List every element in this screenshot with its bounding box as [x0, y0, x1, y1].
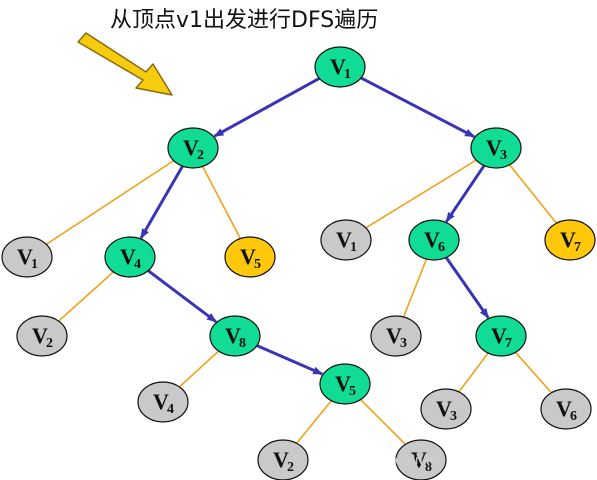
node-shape: [320, 219, 372, 261]
node-label: V: [273, 447, 289, 472]
edge-n-v1-root-to-n-v2: [213, 75, 323, 138]
node-shape: [137, 381, 189, 423]
node-n-v4: V4: [104, 236, 156, 278]
node-label: V: [491, 323, 507, 348]
node-n-v3: V3: [470, 127, 522, 169]
node-label: V: [336, 227, 352, 252]
node-n-v7-v3: V3: [420, 388, 472, 430]
node-shape: [257, 439, 309, 480]
node-subscript: 7: [505, 336, 512, 351]
node-subscript: 1: [31, 257, 38, 272]
edge-n-v1-root-to-n-v3: [358, 75, 476, 138]
node-subscript: 2: [46, 336, 53, 351]
edge-n-v2-to-n-v4: [139, 163, 185, 239]
node-n-v5: V5: [319, 363, 371, 405]
node-shape: [319, 363, 371, 405]
node-label: V: [32, 323, 48, 348]
node-subscript: 4: [134, 257, 141, 272]
node-n-v7-v6: V6: [540, 388, 592, 430]
node-subscript: 3: [400, 336, 407, 351]
node-label: V: [411, 447, 427, 472]
node-n-v1-root: V1: [314, 46, 366, 88]
node-subscript: 1: [350, 240, 357, 255]
node-shape: [544, 219, 596, 261]
node-n-v2: V2: [167, 127, 219, 169]
node-shape: [470, 127, 522, 169]
node-subscript: 1: [344, 67, 351, 82]
node-label: V: [153, 389, 169, 414]
node-shape: [314, 46, 366, 88]
node-subscript: 3: [500, 148, 507, 163]
node-shape: [540, 388, 592, 430]
node-subscript: 3: [450, 409, 457, 424]
node-n-v4-v2: V2: [16, 315, 68, 357]
node-label: V: [386, 323, 402, 348]
node-subscript: 4: [167, 402, 174, 417]
node-subscript: 2: [287, 460, 294, 475]
node-subscript: 5: [254, 257, 261, 272]
node-label: V: [17, 244, 33, 269]
node-n-v3-v7: V7: [544, 219, 596, 261]
node-shape: [420, 388, 472, 430]
node-n-v2-v5: V5: [224, 236, 276, 278]
node-n-v8: V8: [209, 315, 261, 357]
node-label: V: [436, 396, 452, 421]
node-n-v5-v8: V8: [395, 439, 447, 480]
edge-n-v3-to-n-v3-v1: [345, 147, 497, 241]
node-shape: [16, 315, 68, 357]
node-n-v7: V7: [475, 315, 527, 357]
edge-n-v3-to-n-v6: [445, 163, 487, 223]
node-label: V: [330, 54, 346, 79]
node-n-v3-v1: V1: [320, 219, 372, 261]
node-n-v6-v3: V3: [370, 315, 422, 357]
node-n-v2-v1: V1: [1, 236, 53, 278]
node-subscript: 6: [570, 409, 577, 424]
node-shape: [408, 219, 460, 261]
node-shape: [104, 236, 156, 278]
edge-n-v6-to-n-v7: [443, 254, 490, 319]
diagram-title: 从顶点v1出发进行DFS遍历: [110, 8, 379, 33]
node-label: V: [556, 396, 572, 421]
node-label: V: [225, 323, 241, 348]
node-n-v6: V6: [408, 219, 460, 261]
edge-n-v8-to-n-v5: [254, 343, 324, 376]
edge-n-v2-to-n-v2-v1: [26, 147, 194, 258]
node-shape: [475, 315, 527, 357]
node-subscript: 7: [574, 240, 581, 255]
node-label: V: [424, 227, 440, 252]
node-label: V: [240, 244, 256, 269]
node-shape: [209, 315, 261, 357]
node-label: V: [183, 135, 199, 160]
node-subscript: 8: [239, 336, 246, 351]
node-label: V: [486, 135, 502, 160]
node-shape: [370, 315, 422, 357]
node-n-v5-v2: V2: [257, 439, 309, 480]
node-n-v8-v4: V4: [137, 381, 189, 423]
node-shape: [1, 236, 53, 278]
node-subscript: 6: [438, 240, 445, 255]
node-subscript: 5: [349, 384, 356, 399]
node-shape: [224, 236, 276, 278]
node-label: V: [120, 244, 136, 269]
node-subscript: 8: [425, 460, 432, 475]
node-label: V: [335, 371, 351, 396]
node-label: V: [560, 227, 576, 252]
edge-n-v4-to-n-v8: [145, 268, 217, 323]
node-shape: [167, 127, 219, 169]
node-subscript: 2: [197, 148, 204, 163]
big-pointer-arrow-icon: [77, 32, 173, 96]
node-shape: [395, 439, 447, 480]
watermark: csdn.ne: [395, 452, 441, 467]
